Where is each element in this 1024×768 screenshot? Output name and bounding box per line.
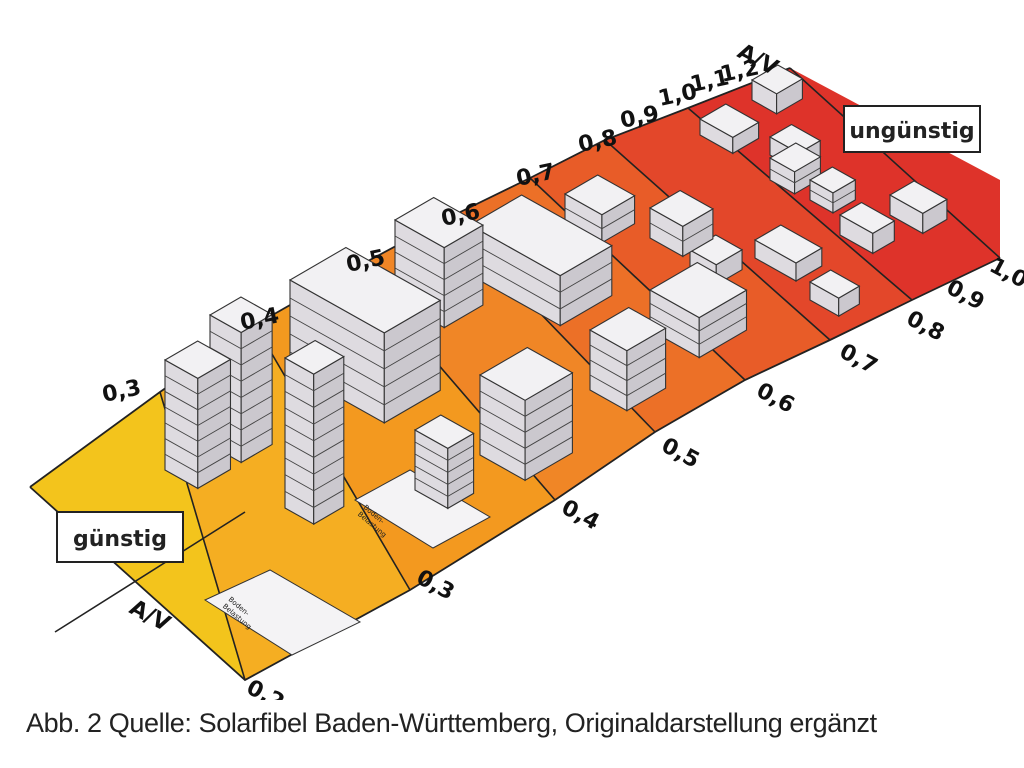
floor-line	[284, 372, 345, 392]
block-face	[208, 296, 274, 334]
building	[468, 194, 613, 327]
floor-line	[479, 436, 573, 465]
floor-line	[479, 420, 573, 449]
building	[648, 261, 748, 359]
front-tick-label: 0,5	[657, 433, 703, 473]
floor-line	[769, 167, 821, 184]
floor-line	[649, 316, 747, 345]
back-tick-label: 0,3	[100, 375, 143, 408]
block-face	[283, 339, 345, 375]
building	[288, 246, 442, 424]
building	[838, 201, 896, 255]
floor-line	[414, 441, 474, 461]
block-face	[588, 306, 667, 352]
front-tick-label: 0,4	[557, 495, 603, 535]
building	[283, 339, 345, 526]
front-tick-label: 0,8	[902, 306, 948, 346]
building	[753, 224, 823, 282]
block-face	[163, 340, 232, 380]
floor-line	[284, 439, 345, 458]
floor-line	[164, 437, 231, 458]
floor-line	[589, 372, 666, 397]
floor-line	[649, 222, 714, 242]
floor-line	[164, 406, 231, 427]
block-face	[648, 189, 715, 228]
block-face	[808, 166, 857, 194]
floor-line	[649, 302, 747, 332]
block-face	[648, 261, 748, 319]
block-face	[478, 346, 574, 401]
block-face	[288, 246, 442, 334]
building	[563, 174, 636, 244]
block-face	[563, 174, 636, 216]
floor-line	[394, 251, 484, 281]
floor-line	[284, 489, 345, 508]
floor-line	[589, 357, 666, 382]
floor-line	[469, 241, 613, 293]
basement-pad	[203, 569, 362, 656]
floor-line	[164, 421, 231, 442]
block-face	[753, 224, 823, 264]
axis-extension-line	[54, 511, 246, 633]
label-unfavorable-box: ungünstig	[843, 105, 981, 153]
building	[413, 414, 475, 510]
building-blocks	[163, 64, 948, 656]
block-face	[164, 359, 199, 490]
floor-line	[284, 422, 345, 442]
front-tick-label: 0,7	[835, 339, 881, 379]
block-face	[838, 201, 896, 235]
block-face	[698, 103, 760, 139]
floor-line	[164, 390, 231, 411]
block-face	[808, 269, 861, 299]
building	[768, 142, 822, 195]
figure-caption: Abb. 2 Quelle: Solarfibel Baden-Württemb…	[26, 708, 877, 738]
building	[808, 269, 861, 318]
block-face	[468, 194, 613, 277]
building	[750, 64, 804, 115]
building	[648, 189, 715, 258]
floor-line	[479, 388, 573, 417]
floor-line	[394, 235, 484, 265]
band-divider	[789, 67, 1001, 259]
floor-line	[564, 207, 635, 230]
block-face	[413, 414, 475, 450]
floor-line	[284, 389, 345, 408]
floor-line	[284, 472, 345, 492]
floor-line	[164, 374, 231, 395]
floor-line	[289, 297, 441, 352]
floor-line	[394, 267, 484, 297]
floor-line	[809, 189, 856, 204]
label-favorable: günstig	[73, 527, 167, 552]
block-face	[768, 142, 822, 173]
floor-line	[589, 342, 666, 367]
floor-line	[414, 477, 474, 497]
floor-line	[469, 257, 613, 310]
floor-line	[284, 406, 345, 425]
block-face	[393, 196, 485, 249]
block-face	[888, 180, 948, 215]
label-unfavorable: ungünstig	[849, 119, 974, 144]
front-tick-label: 0,6	[752, 378, 798, 418]
floor-line	[209, 330, 273, 350]
basement-pad	[354, 469, 492, 549]
block-face	[197, 358, 232, 490]
building	[888, 180, 948, 235]
building	[163, 340, 232, 490]
floor-line	[479, 404, 573, 433]
floor-line	[414, 465, 474, 485]
floor-line	[284, 456, 345, 475]
label-favorable-box: günstig	[56, 511, 184, 563]
block-face	[750, 64, 804, 95]
front-tick-label: 0,2	[242, 675, 288, 700]
building	[698, 103, 760, 155]
building	[808, 166, 857, 214]
building	[208, 296, 274, 464]
floor-line	[164, 453, 231, 474]
building	[478, 346, 574, 482]
floor-line	[289, 315, 441, 370]
av-ratio-diagram: günstig ungünstig A/V A/V Boden- Belastu…	[29, 39, 1024, 716]
building	[588, 306, 667, 412]
floor-line	[414, 453, 474, 473]
